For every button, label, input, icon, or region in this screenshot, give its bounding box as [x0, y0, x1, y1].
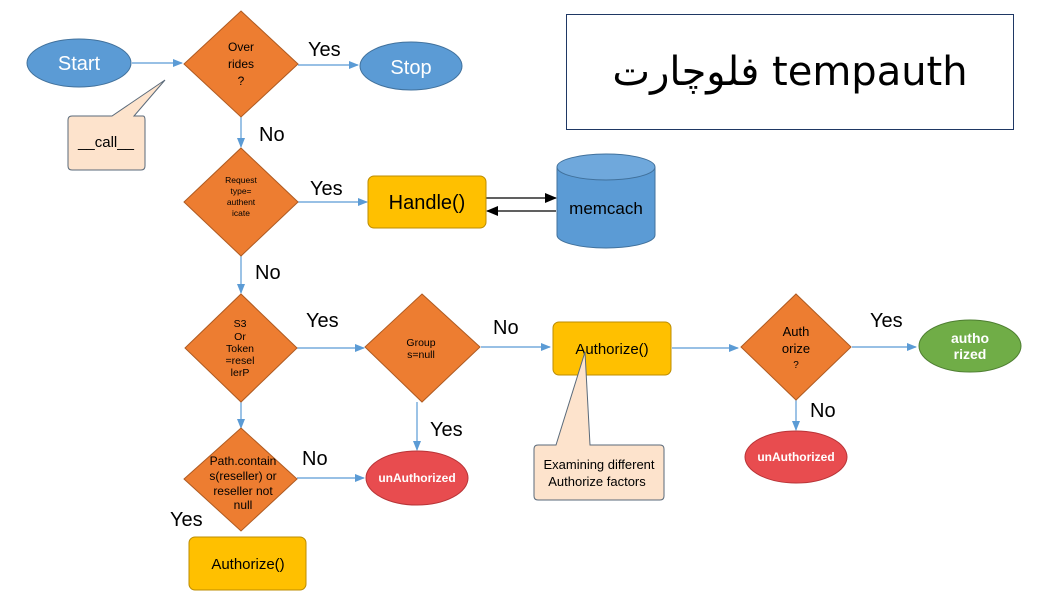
connectors: [132, 59, 917, 482]
unauthorized-right-label: unAuthorized: [757, 450, 834, 464]
unauthorized-right-terminal: [744, 430, 848, 484]
s3-line-2: Or: [234, 331, 246, 343]
s3-line-5: lerP: [231, 367, 250, 379]
handle-label: Handle(): [389, 192, 466, 214]
path-line-1: Path.contain: [210, 454, 277, 468]
s3-line-3: Token: [226, 343, 254, 355]
edge-label-authcheck-yes: Yes: [870, 310, 903, 332]
edge-label-authcheck-no: No: [810, 400, 836, 422]
request-line-3: authent: [227, 197, 256, 207]
edge-label-request-no: No: [255, 262, 281, 284]
groups-line-1: Group: [406, 337, 435, 349]
authcheck-line-2: orize: [782, 341, 810, 356]
authorized-line-1: autho: [951, 330, 989, 346]
overrides-line-2: rides: [228, 57, 254, 71]
unauthorized-mid-terminal: [365, 450, 469, 506]
s3-line-4: =resel: [226, 355, 255, 367]
s3-line-1: S3: [234, 318, 247, 330]
authorize-bottom-process: [188, 536, 307, 591]
memcach-label: memcach: [569, 199, 643, 218]
authcheck-line-3: ?: [793, 360, 799, 371]
request-line-1: Request: [225, 175, 257, 185]
authorize-check-decision: [740, 293, 852, 401]
request-line-4: icate: [232, 208, 250, 218]
call-note-label: __call__: [77, 134, 135, 151]
edge-label-path-yes: Yes: [170, 509, 203, 531]
overrides-line-1: Over: [228, 40, 254, 54]
stop-node: [359, 41, 463, 91]
groups-null-decision: [364, 293, 481, 403]
request-type-decision: [183, 147, 299, 257]
authorize-main-label: Authorize(): [575, 341, 648, 358]
path-line-2: s(reseller) or: [209, 469, 276, 483]
s3-token-decision: [184, 293, 298, 403]
overrides-decision: [183, 10, 299, 118]
edge-label-groups-no: No: [493, 317, 519, 339]
request-line-2: type=: [230, 186, 251, 196]
unauthorized-mid-label: unAuthorized: [378, 471, 455, 485]
authorize-bottom-label: Authorize(): [211, 556, 284, 573]
call-note-callout: [67, 79, 166, 171]
handle-process: [367, 175, 487, 229]
edge-label-overrides-yes: Yes: [308, 39, 341, 61]
page-title: فلوچارت tempauth: [612, 49, 968, 95]
path-line-3: reseller not: [213, 484, 273, 498]
edge-label-groups-yes: Yes: [430, 419, 463, 441]
stop-label: Stop: [390, 57, 431, 79]
examining-line-2: Authorize factors: [548, 474, 646, 489]
examining-line-1: Examining different: [543, 457, 654, 472]
authcheck-line-1: Auth: [783, 324, 810, 339]
edge-label-s3-yes: Yes: [306, 310, 339, 332]
path-contains-decision: [183, 427, 298, 532]
memcach-database: [556, 167, 656, 249]
authorized-terminal: [918, 319, 1022, 373]
edge-label-path-no: No: [302, 448, 328, 470]
edge-label-overrides-no: No: [259, 124, 285, 146]
memcach-database-top: [556, 153, 656, 181]
title-box: فلوچارت tempauth: [566, 14, 1014, 130]
authorized-line-2: rized: [954, 346, 987, 362]
edge-label-request-yes: Yes: [310, 178, 343, 200]
groups-line-2: s=null: [407, 349, 435, 361]
examining-note-callout: [533, 351, 665, 501]
start-node: [26, 38, 132, 88]
start-label: Start: [58, 53, 101, 75]
path-line-4: null: [234, 498, 253, 512]
overrides-line-3: ?: [238, 74, 245, 88]
